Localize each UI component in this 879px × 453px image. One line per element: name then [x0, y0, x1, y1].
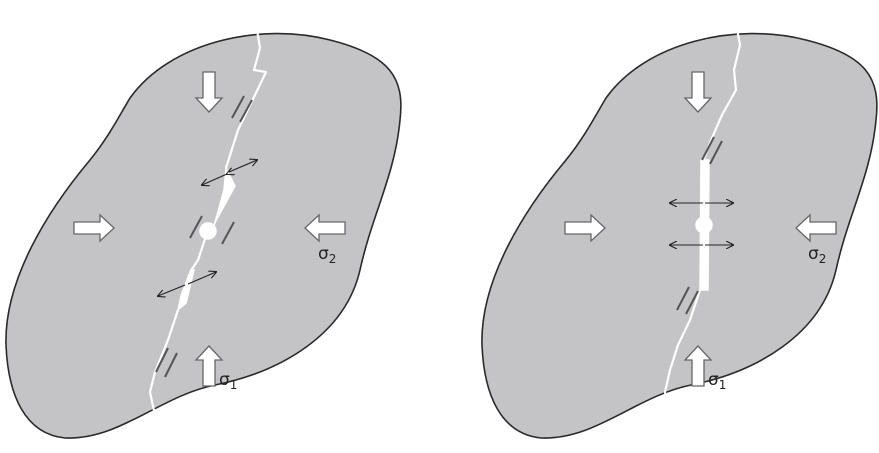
left-panel: σ1 σ2 [6, 18, 401, 438]
right-panel: σ1 σ2 [482, 18, 877, 438]
right-rock-body [482, 34, 877, 438]
left-fracture-nucleus [200, 223, 216, 239]
right-fracture-nucleus [696, 217, 712, 233]
